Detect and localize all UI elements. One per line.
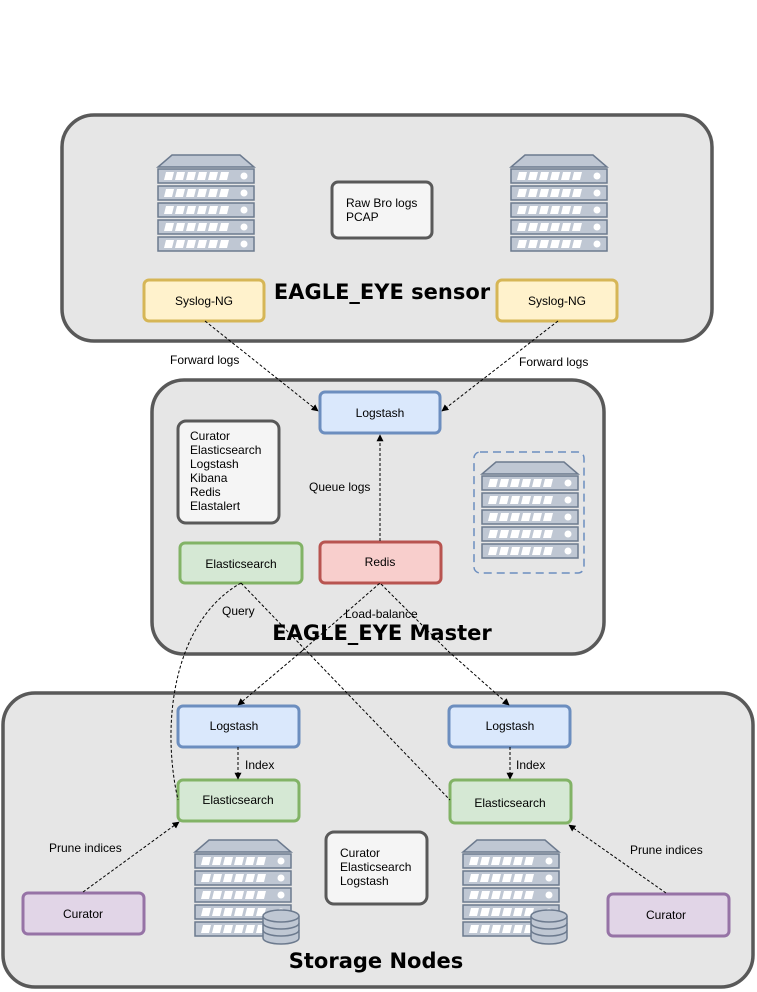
storage-note-line: Elasticsearch: [340, 860, 411, 874]
sensor-note-line: Raw Bro logs: [346, 196, 417, 210]
edge-label-forward-right: Forward logs: [519, 355, 588, 369]
master-logstash-label: Logstash: [356, 406, 405, 420]
master-note-line: Elastalert: [190, 499, 241, 513]
storage-note: [324, 830, 429, 906]
syslog-left-label: Syslog-NG: [175, 294, 233, 308]
storage-es-right-label: Elasticsearch: [474, 796, 545, 810]
master-redis-box[interactable]: [318, 540, 443, 585]
curator-right-box[interactable]: [606, 892, 731, 938]
curator-left-box[interactable]: [21, 891, 146, 936]
storage-title: Storage Nodes: [289, 949, 463, 973]
curator-left-label: Curator: [63, 907, 103, 921]
edge-label-query: Query: [222, 604, 255, 618]
storage-note-line: Logstash: [340, 874, 389, 888]
storage-es-left-box[interactable]: [176, 778, 301, 823]
edge-label-load-balance: Load-balance: [345, 607, 418, 621]
master-note-line: Curator: [190, 429, 230, 443]
storage-db-right-icon: [530, 909, 568, 945]
edge-forward-right: [441, 320, 559, 412]
storage-es-right-box[interactable]: [448, 778, 573, 825]
edge-forward-left: [204, 320, 319, 412]
storage-db-left-icon: [262, 909, 300, 945]
storage-note-line: Curator: [340, 846, 380, 860]
sensor-server-right-icon: [510, 154, 608, 252]
sensor-title: EAGLE_EYE sensor: [274, 280, 491, 304]
master-note: [176, 419, 281, 525]
edge-label-index-left: Index: [245, 758, 274, 772]
edge-loadbalance-fan: [301, 582, 449, 652]
edge-label-prune-right: Prune indices: [630, 843, 703, 857]
master-server-group-frame: [473, 451, 585, 574]
master-logstash-box[interactable]: [318, 390, 442, 435]
sensor-note: [330, 180, 434, 240]
syslog-right-label: Syslog-NG: [528, 294, 586, 308]
edge-query-right: [240, 582, 451, 801]
edge-query-left: [170, 582, 242, 801]
sensor-note-line: PCAP: [346, 210, 379, 224]
storage-logstash-left-label: Logstash: [210, 719, 259, 733]
master-server-icon: [481, 461, 579, 559]
storage-es-left-label: Elasticsearch: [202, 793, 273, 807]
master-note-line: Kibana: [190, 471, 228, 485]
master-note-line: Elasticsearch: [190, 443, 261, 457]
edge-loadbalance-right: [447, 650, 510, 706]
syslog-left-box[interactable]: [142, 278, 266, 323]
master-note-line: Logstash: [190, 457, 239, 471]
master-note-line: Redis: [190, 485, 221, 499]
sensor-server-left-icon: [157, 154, 255, 252]
master-title: EAGLE_EYE Master: [272, 621, 492, 645]
edge-label-index-right: Index: [516, 758, 545, 772]
edge-label-forward-left: Forward logs: [170, 353, 239, 367]
syslog-right-box[interactable]: [495, 278, 619, 323]
edge-label-prune-left: Prune indices: [49, 841, 122, 855]
curator-right-label: Curator: [646, 908, 686, 922]
storage-logstash-right-label: Logstash: [486, 719, 535, 733]
master-redis-label: Redis: [365, 555, 396, 569]
master-elasticsearch-label: Elasticsearch: [205, 557, 276, 571]
edge-label-queue: Queue logs: [309, 480, 370, 494]
edge-loadbalance-left: [237, 650, 303, 706]
